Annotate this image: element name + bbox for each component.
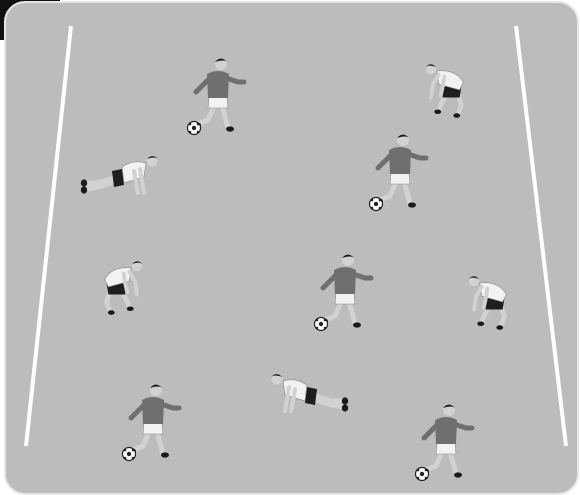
- ball-icon: [416, 468, 429, 481]
- ball-icon: [370, 198, 383, 211]
- pitch-surface: [5, 2, 578, 494]
- ball-icon: [315, 318, 328, 331]
- ball-icon: [123, 448, 136, 461]
- ball-icon: [188, 122, 201, 135]
